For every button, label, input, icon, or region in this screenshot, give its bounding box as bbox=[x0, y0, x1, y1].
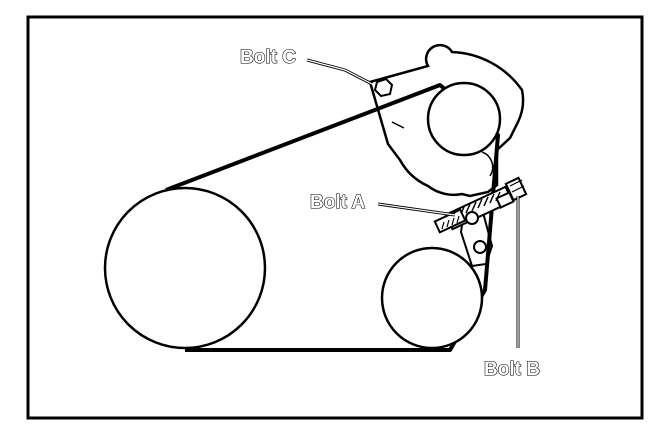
alternator-pulley bbox=[426, 81, 502, 157]
bracket-detail bbox=[481, 151, 494, 177]
bolt-a-label: Bolt A bbox=[310, 192, 366, 213]
diagram-frame bbox=[26, 15, 644, 420]
bolt-c-hex-icon bbox=[373, 77, 394, 98]
adjusting-bolt-assembly bbox=[433, 176, 528, 234]
adjuster-pivot bbox=[473, 240, 487, 254]
bolt-c-leader bbox=[306, 58, 373, 86]
bolt-b-label: Bolt B bbox=[484, 359, 540, 380]
lower-pulley bbox=[380, 246, 484, 350]
crankshaft-pulley bbox=[103, 186, 267, 350]
bracket-detail-lower bbox=[391, 121, 405, 129]
bolt-c-label: Bolt C bbox=[240, 47, 296, 68]
bolt-a-leader bbox=[377, 202, 456, 217]
drive-belt bbox=[165, 83, 500, 352]
